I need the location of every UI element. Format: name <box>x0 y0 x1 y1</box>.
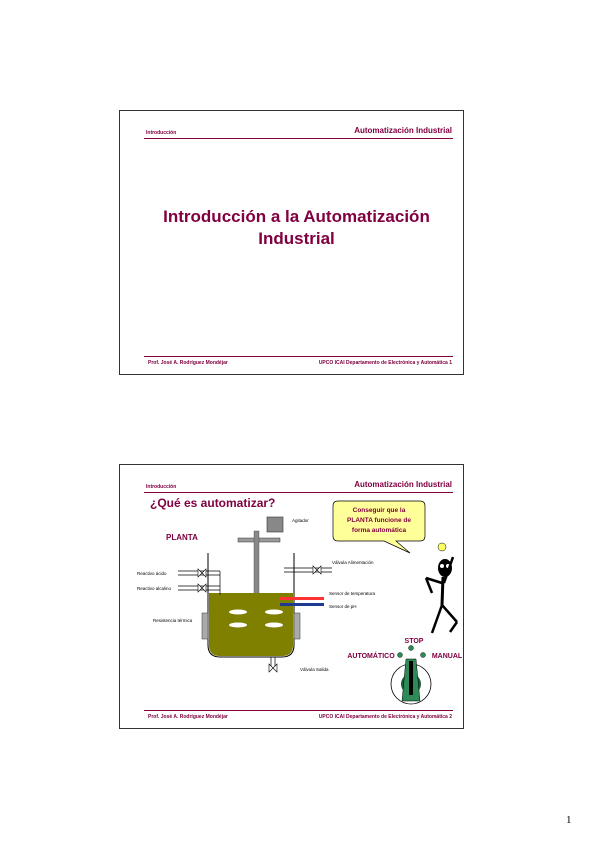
tank-liquid <box>209 593 293 656</box>
mode-selector-switch <box>390 645 432 705</box>
planta-label: PLANTA <box>166 533 198 542</box>
stop-label: STOP <box>405 638 424 645</box>
header-rule <box>144 138 453 139</box>
agitator-motor <box>266 516 284 533</box>
blade <box>265 622 283 628</box>
slide-title-line-2: Industrial <box>258 229 335 248</box>
temperature-sensor <box>280 597 324 600</box>
slide-footer-right: UPCO ICAI Departamento de Electrónica y … <box>318 360 452 366</box>
stick-figure-icon <box>424 556 459 634</box>
page-number: 1 <box>566 814 572 826</box>
reactivo-acido-label: Reactivo ácido <box>137 571 167 576</box>
blade <box>229 609 247 615</box>
footer-rule <box>144 356 453 357</box>
bubble-line-2: PLANTA funcione de <box>347 517 411 524</box>
slide-footer-left: Prof. José A. Rodríguez Mondéjar <box>148 714 228 720</box>
valve-feed-icon <box>312 565 322 575</box>
ph-sensor <box>280 603 324 606</box>
blade <box>265 609 283 615</box>
sensor-temperatura-label: Sensor de temperatura <box>329 591 376 596</box>
plant-diagram: PLANTA Agitador Reactivo ácido Reactivo … <box>137 500 463 705</box>
slide-header-left: Introducción <box>146 484 177 490</box>
valve-alkaline-icon <box>197 583 207 593</box>
footer-rule <box>144 710 453 711</box>
slide-footer-right: UPCO ICAI Departamento de Electrónica y … <box>318 714 452 720</box>
bubble-line-1: Conseguir que la <box>353 507 406 514</box>
agitador-label: Agitador <box>292 518 309 523</box>
speech-bubble <box>332 500 426 554</box>
slide-title-line-1: Introducción a la Automatización <box>163 207 430 226</box>
valve-acid-icon <box>197 568 207 578</box>
valvula-salida-label: Válvula Salida <box>300 667 329 672</box>
header-rule <box>144 492 453 493</box>
bubble-line-3: forma automática <box>352 527 407 534</box>
reactivo-alcalino-label: Reactivo alcalino <box>137 586 172 591</box>
heater-left <box>201 612 209 640</box>
slide-header-right: Automatización Industrial <box>354 126 452 135</box>
heater-right <box>293 612 301 640</box>
resistencia-termica-label: Resistencia térmica <box>153 618 193 623</box>
slide-2: Introducción Automatización Industrial ¿… <box>119 464 464 729</box>
slide-header-right: Automatización Industrial <box>354 480 452 489</box>
lightbulb-icon <box>437 542 447 552</box>
slide-title: ¿Qué es automatizar? <box>150 496 276 510</box>
sensor-ph-label: Sensor de pH <box>329 604 357 609</box>
slide-1: Introducción Automatización Industrial I… <box>119 110 464 375</box>
slide-footer-left: Prof. José A. Rodríguez Mondéjar <box>148 360 228 366</box>
blade <box>229 622 247 628</box>
tank-outline <box>207 553 295 658</box>
valve-outlet-icon <box>268 663 278 673</box>
valvula-alimentacion-label: Válvula Alimentación <box>332 560 374 565</box>
manual-label: MANUAL <box>432 653 463 660</box>
slide-title: Introducción a la Automatización Industr… <box>140 206 453 250</box>
slide-header-left: Introducción <box>146 130 177 136</box>
automatico-label: AUTOMÁTICO <box>347 651 395 660</box>
